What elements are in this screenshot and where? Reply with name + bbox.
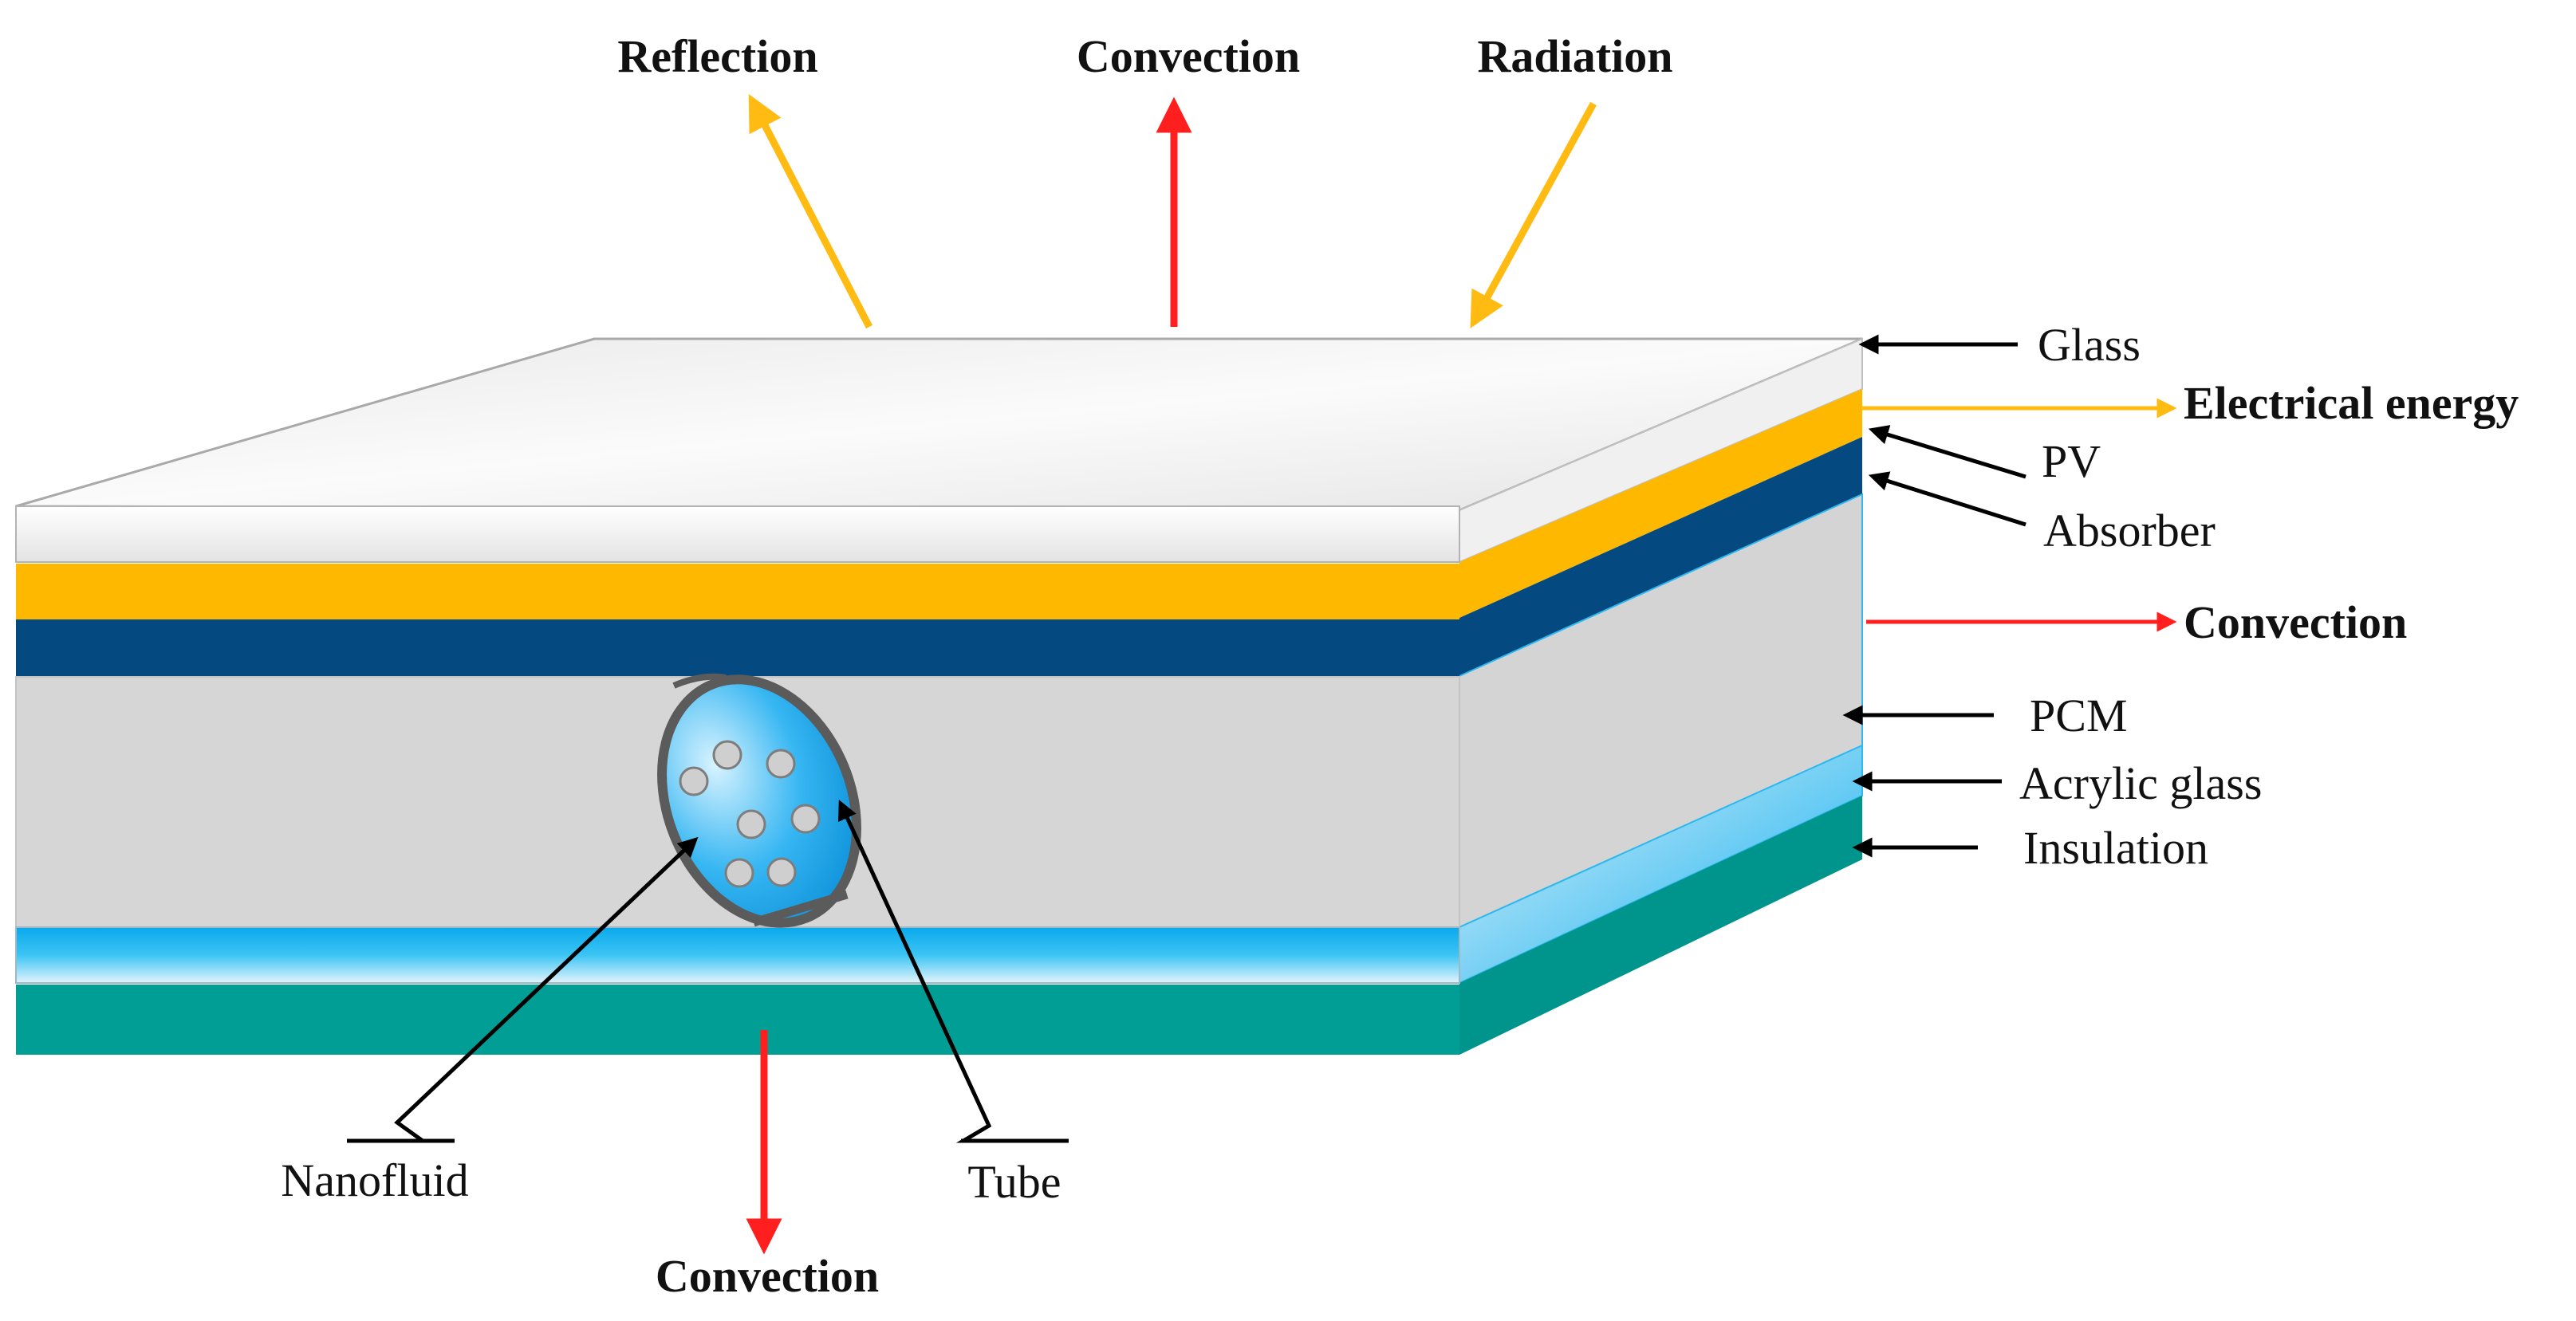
- absorber-label: Absorber: [2043, 505, 2216, 556]
- glass-label: Glass: [2038, 319, 2141, 371]
- nanoparticle: [712, 740, 742, 770]
- nanoparticle: [790, 804, 821, 834]
- nanoparticles: [679, 740, 821, 888]
- nanofluid-label: Nanofluid: [281, 1154, 468, 1206]
- tube-label: Tube: [967, 1156, 1061, 1208]
- insulation-front-face: [16, 985, 1459, 1055]
- radiation-label: Radiation: [1478, 30, 1673, 82]
- nanofluid-body: [657, 674, 861, 928]
- absorber-side-face: [1459, 437, 1862, 676]
- tube-top-edge: [672, 673, 727, 689]
- reflection-label: Reflection: [617, 30, 817, 82]
- radiation-arrow: [1470, 101, 1597, 328]
- pv-label: PV: [2042, 435, 2101, 487]
- insulation-label: Insulation: [2023, 822, 2208, 874]
- electrical-energy-label: Electrical energy: [2184, 377, 2519, 429]
- nanoparticle: [679, 766, 709, 796]
- convection-bottom-label: Convection: [656, 1250, 879, 1302]
- pcm-label: PCM: [2030, 690, 2128, 741]
- insulation-side-face: [1459, 796, 1862, 1055]
- tube: [657, 673, 861, 928]
- pv-side-face: [1459, 389, 1862, 618]
- reflection-arrow: [748, 94, 872, 329]
- tube-tail: [752, 890, 849, 927]
- convection-side-label: Convection: [2184, 596, 2407, 648]
- pv-pointer: [1868, 425, 2027, 479]
- convection-top-label: Convection: [1077, 30, 1300, 82]
- nanoparticle: [724, 858, 754, 888]
- glass-front-face: [15, 505, 1460, 563]
- pv-front-face: [16, 564, 1459, 619]
- acrylic-glass-label: Acrylic glass: [2019, 757, 2262, 809]
- nanoparticle: [766, 857, 797, 887]
- nanoparticle: [736, 809, 766, 839]
- absorber-front-face: [16, 619, 1459, 677]
- acrylic-front-face: [15, 926, 1460, 984]
- absorber-pointer: [1868, 471, 2027, 527]
- nanoparticle: [766, 749, 796, 779]
